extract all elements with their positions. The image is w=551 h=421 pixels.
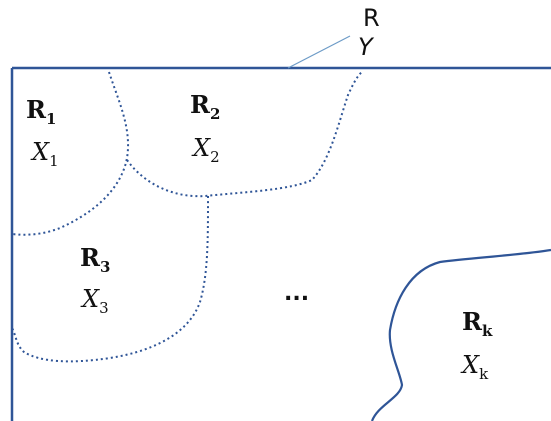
boundary-r3	[11, 195, 209, 363]
outer-region-frame	[10, 66, 551, 421]
region-rk: Rk Xk	[460, 307, 493, 383]
outer-label-leader	[287, 35, 351, 69]
region-r1-variable: X1	[30, 138, 59, 170]
region-rk-variable: Xk	[460, 351, 489, 383]
outer-variable: Y	[358, 33, 375, 61]
region-r3-label: R3	[80, 243, 110, 276]
ellipsis: ...	[284, 281, 309, 306]
boundary-rk	[370, 248, 551, 421]
region-r3: R3 X3	[80, 243, 110, 317]
region-r2-label: R2	[190, 90, 220, 123]
region-r1-label: R1	[26, 95, 56, 128]
outer-label: R	[363, 4, 380, 32]
region-r2: R2 X2	[190, 90, 220, 166]
boundary-r2	[126, 71, 363, 198]
region-r3-variable: X3	[80, 285, 109, 317]
region-r1: R1 X1	[26, 95, 59, 170]
region-rk-label: Rk	[462, 307, 493, 340]
region-r2-variable: X2	[191, 134, 220, 166]
